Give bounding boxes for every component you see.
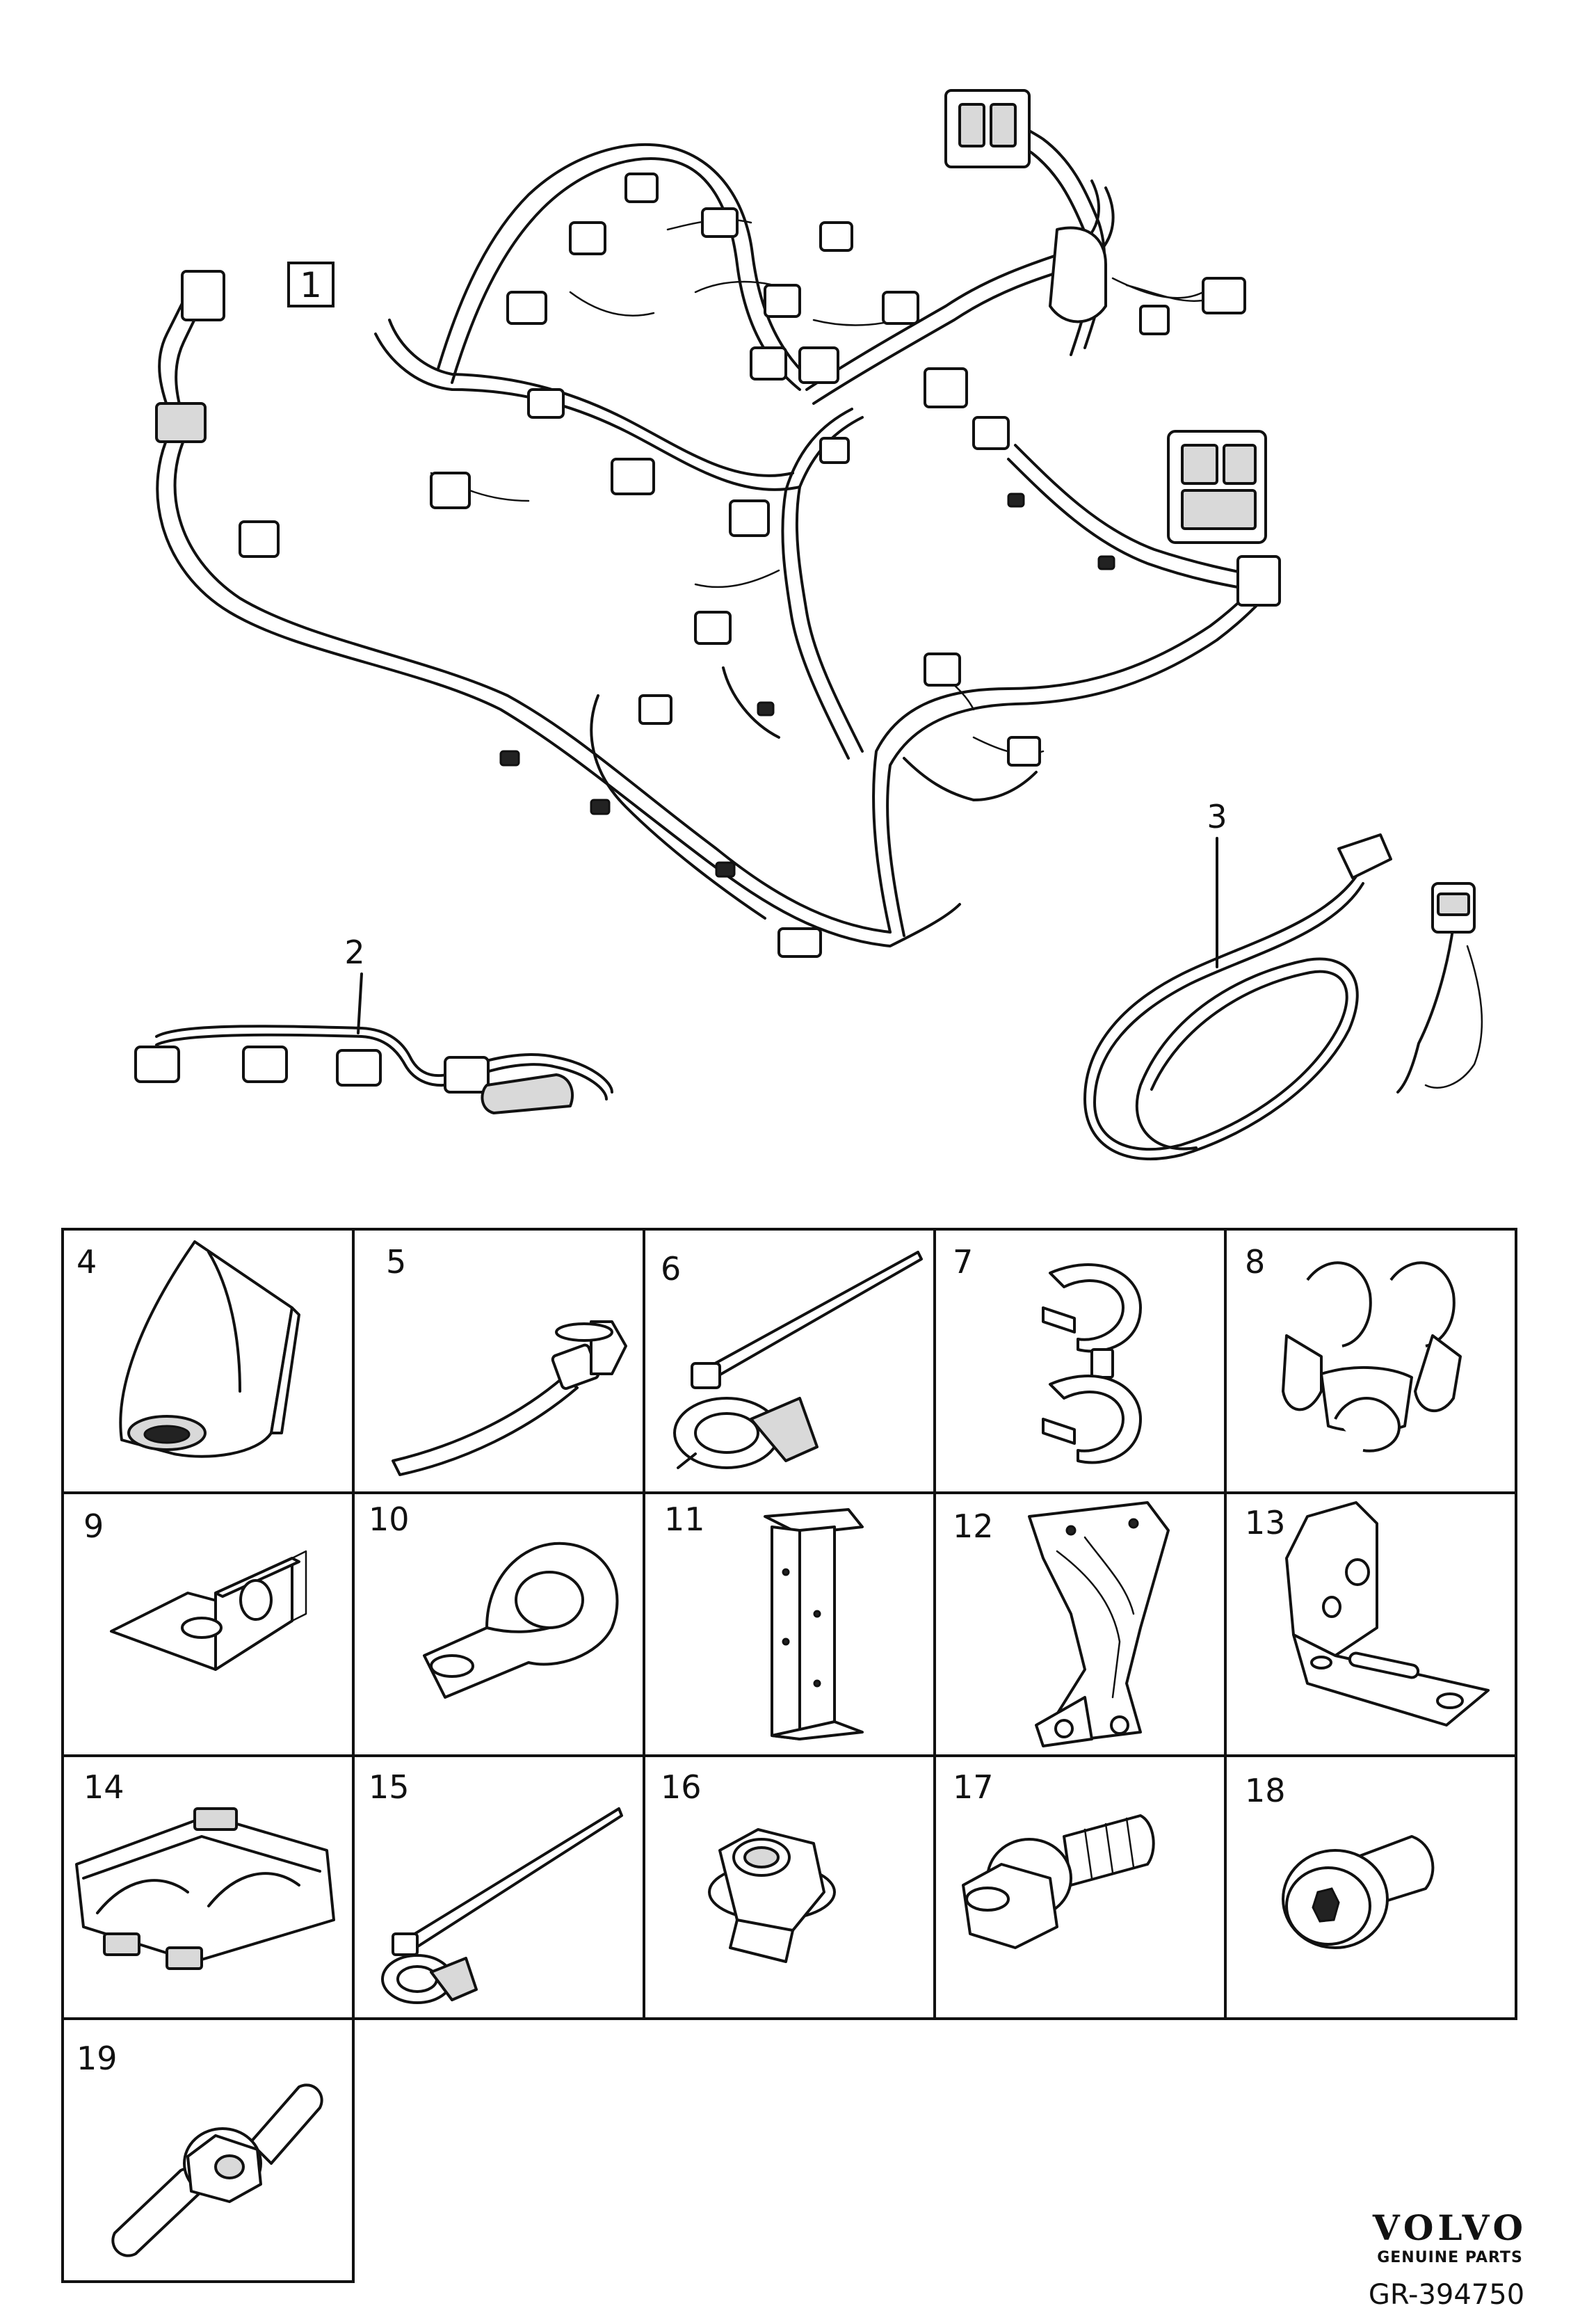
- angle-bracket-icon[interactable]: [110, 1550, 307, 1671]
- injector-harness[interactable]: [134, 972, 613, 1114]
- part-number-5: 5: [386, 1243, 406, 1281]
- quad-clip-icon[interactable]: [1282, 1261, 1462, 1452]
- parts-grid: [61, 1228, 1517, 2283]
- stud-pin-icon[interactable]: [111, 2083, 323, 2257]
- part-number-7: 7: [953, 1243, 973, 1281]
- cable-tie-clip-icon[interactable]: [673, 1251, 923, 1469]
- part-number-12: 12: [953, 1507, 994, 1545]
- callout-1: 1: [287, 262, 334, 307]
- genuine-parts-tag: GENUINE PARTS: [1377, 2249, 1523, 2266]
- volvo-logo: VOLVO: [1372, 2207, 1527, 2248]
- l-bracket-icon[interactable]: [1285, 1501, 1490, 1727]
- flange-bolt-icon[interactable]: [962, 1814, 1155, 1949]
- part-number-8: 8: [1245, 1243, 1265, 1281]
- double-clip-icon[interactable]: [1042, 1263, 1142, 1464]
- part-number-10: 10: [369, 1500, 410, 1538]
- formed-bracket-icon[interactable]: [1028, 1501, 1170, 1747]
- reference-number: GR-394750: [1369, 2279, 1524, 2311]
- callout-2: 2: [344, 934, 364, 971]
- cable-tie-icon[interactable]: [381, 1807, 623, 2004]
- part-number-19: 19: [76, 2040, 118, 2077]
- part-number-6: 6: [661, 1250, 681, 1288]
- p-clamp-icon[interactable]: [423, 1542, 619, 1699]
- oxygen-sensor-cable[interactable]: [1083, 833, 1483, 1161]
- part-number-14: 14: [83, 1768, 124, 1806]
- grommet-boot-icon[interactable]: [119, 1240, 300, 1458]
- part-number-11: 11: [664, 1500, 705, 1538]
- callout-3: 3: [1207, 798, 1227, 835]
- strap-bracket-icon[interactable]: [764, 1508, 864, 1740]
- part-number-4: 4: [76, 1243, 97, 1281]
- torx-screw-icon[interactable]: [1282, 1835, 1435, 1949]
- part-number-9: 9: [83, 1507, 104, 1545]
- harness-channel-icon[interactable]: [75, 1807, 335, 1970]
- part-number-16: 16: [661, 1768, 702, 1806]
- part-number-15: 15: [369, 1768, 410, 1806]
- main-wiring-harness[interactable]: [155, 89, 1281, 958]
- part-number-18: 18: [1245, 1772, 1286, 1809]
- cable-tie-pushmount-icon[interactable]: [392, 1320, 627, 1476]
- part-number-17: 17: [953, 1768, 994, 1806]
- svg-text:1: 1: [300, 265, 322, 305]
- flange-nut-icon[interactable]: [708, 1828, 836, 1963]
- part-number-13: 13: [1245, 1504, 1286, 1542]
